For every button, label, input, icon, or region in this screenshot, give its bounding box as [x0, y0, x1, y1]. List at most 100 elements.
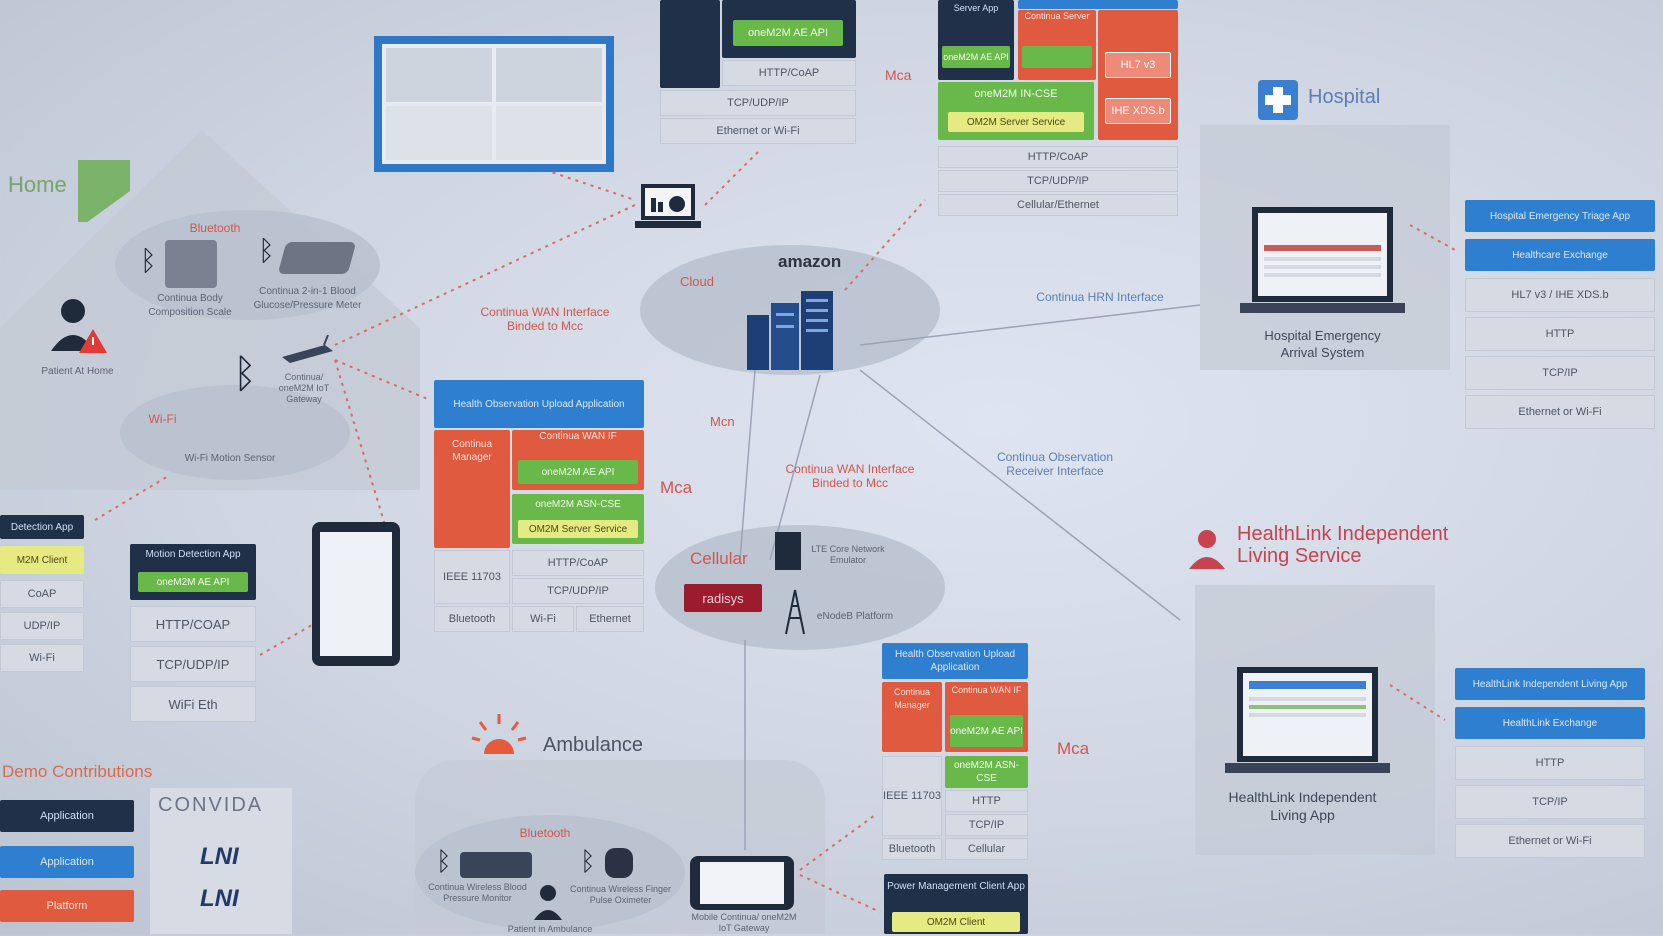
- amb-asn-cse: oneM2M ASN-CSE: [945, 756, 1028, 788]
- top-http-row: HTTP/CoAP: [722, 60, 856, 86]
- server-continua-box: Continua Server: [1018, 10, 1096, 80]
- demo-logo-panel: [150, 788, 292, 934]
- amazon-logo: amazon: [778, 252, 842, 271]
- home-wifi-cloud: [120, 385, 350, 480]
- demo-application-blue: Application: [0, 846, 134, 878]
- hosp-triage-app: Hospital Emergency Triage App: [1465, 200, 1655, 232]
- amb-ae-api: oneM2M AE API: [950, 715, 1023, 747]
- bluetooth-icon: ᛒ: [258, 235, 275, 266]
- demo-platform: Platform: [0, 890, 134, 922]
- motion-ae-api: oneM2M AE API: [138, 572, 248, 592]
- power-m2m-client: OM2M Client: [892, 912, 1020, 932]
- oximeter-label: Continua Wireless Finger Pulse Oximeter: [569, 884, 672, 905]
- healthlink-app-label: HealthLink Independent Living App: [1228, 789, 1377, 823]
- mca-mid-label: Mca: [660, 478, 693, 497]
- bp-monitor-label: Continua Wireless Blood Pressure Monitor: [428, 882, 527, 903]
- gateway-router-icon: [280, 334, 335, 365]
- home-bluetooth-label: Bluetooth: [189, 221, 241, 235]
- left-wifi: Wi-Fi: [0, 644, 84, 672]
- hrn-label: Continua HRN Interface: [1036, 290, 1164, 304]
- oximeter-icon: [605, 848, 633, 878]
- bp-meter-label: Continua 2-in-1 Blood Glucose/Pressure M…: [253, 286, 362, 311]
- cloud-label: Cloud: [680, 274, 714, 289]
- hosp-eth: Ethernet or Wi-Fi: [1465, 395, 1655, 429]
- gateway-label: Continua/ oneM2M IoT Gateway: [278, 372, 330, 404]
- motion-http: HTTP/COAP: [130, 606, 256, 642]
- hospital-laptop-icon: [1240, 205, 1405, 320]
- amb-upload-header: Health Observation Upload Application: [882, 643, 1028, 679]
- home-title: Home: [8, 172, 67, 197]
- top-eth-row: Ethernet or Wi-Fi: [660, 118, 856, 144]
- amb-http: HTTP: [945, 790, 1028, 812]
- enodeb-label: eNodeB Platform: [816, 611, 894, 622]
- top-tcp-row: TCP/UDP/IP: [660, 90, 856, 116]
- mobile-gateway-label: Mobile Continua/ oneM2M IoT Gateway: [691, 912, 797, 933]
- server-top-blue: [1018, 0, 1178, 9]
- patient-label: Patient At Home: [41, 366, 114, 377]
- gw-ae-api: oneM2M AE API: [518, 460, 638, 484]
- gw-tcp: TCP/UDP/IP: [512, 578, 644, 604]
- observation-label: Continua Observation Receiver Interface: [996, 450, 1114, 478]
- home-wifi-label: Wi-Fi: [148, 412, 177, 426]
- gw-ieee: IEEE 11703: [434, 550, 510, 604]
- lte-server-icon: [775, 532, 801, 570]
- left-udp: UDP/IP: [0, 612, 84, 640]
- left-coap: CoAP: [0, 580, 84, 608]
- lte-label: LTE Core Network Emulator: [811, 544, 885, 565]
- gw-http: HTTP/CoAP: [512, 550, 644, 576]
- hosp-http: HTTP: [1465, 317, 1655, 351]
- scale-icon: [165, 240, 217, 288]
- scale-label: Continua Body Composition Scale: [148, 293, 232, 318]
- bluetooth-icon: ᛒ: [580, 846, 596, 876]
- hl-eth: Ethernet or Wi-Fi: [1455, 824, 1645, 858]
- hl-http: HTTP: [1455, 746, 1645, 780]
- gw-ethernet: Ethernet: [576, 606, 644, 632]
- hl-app-box: HealthLink Independent Living App: [1455, 668, 1645, 700]
- healthlink-nurse-icon: [1185, 525, 1229, 569]
- gw-server-service: OM2M Server Service: [518, 520, 638, 538]
- left-detection-app: Detection App: [0, 515, 84, 539]
- amb-continua-manager: Continua Manager: [882, 682, 942, 752]
- patient-icon: [45, 295, 115, 360]
- amb-ieee: IEEE 11703: [882, 756, 942, 836]
- mobile-gateway-icon: [690, 856, 794, 910]
- amb-bluetooth: Bluetooth: [882, 838, 942, 860]
- server-ae-api: oneM2M AE API: [942, 46, 1010, 68]
- amb-bluetooth-label: Bluetooth: [519, 826, 571, 840]
- mca-bottom-label: Mca: [1057, 739, 1090, 758]
- amb-patient-label: Patient in Ambulance: [507, 924, 593, 934]
- ambulance-title: Ambulance: [543, 734, 644, 756]
- gw-bluetooth: Bluetooth: [434, 606, 510, 632]
- server-http-row: HTTP/CoAP: [938, 146, 1178, 168]
- hospital-system-label: Hospital Emergency Arrival System: [1264, 328, 1381, 360]
- server-service: OM2M Server Service: [948, 112, 1084, 132]
- bp-monitor-icon: [460, 852, 532, 878]
- top-ae-api: oneM2M AE API: [733, 20, 843, 46]
- left-m2m-client: M2M Client: [0, 546, 84, 574]
- demo-title: Demo Contributions: [2, 762, 153, 781]
- amb-patient-icon: [530, 882, 566, 922]
- server-rack-icon: [745, 285, 845, 370]
- server-xds: IHE XDS.b: [1105, 98, 1171, 124]
- radisys-logo: radisys: [684, 584, 762, 612]
- amb-cellular: Cellular: [945, 838, 1028, 860]
- gw-wifi: Wi-Fi: [512, 606, 574, 632]
- server-hl7: HL7 v3: [1105, 52, 1171, 78]
- server-tcp-row: TCP/UDP/IP: [938, 170, 1178, 192]
- glucose-meter-icon: [277, 242, 357, 274]
- tablet-icon: [312, 522, 400, 666]
- server-continua-ae: [1022, 46, 1092, 68]
- cellular-label: Cellular: [690, 549, 748, 568]
- motion-wifi: WiFi Eth: [130, 686, 256, 722]
- hl-exchange: HealthLink Exchange: [1455, 707, 1645, 739]
- hosp-hl7: HL7 v3 / IHE XDS.b: [1465, 278, 1655, 312]
- amb-tcp: TCP/IP: [945, 814, 1028, 836]
- gw-upload-header: Health Observation Upload Application: [434, 380, 644, 428]
- laptop-chart-icon: [633, 182, 703, 232]
- mcn-label: Mcn: [710, 414, 735, 429]
- top-center-dark-box: [660, 0, 720, 88]
- bluetooth-icon: ᛒ: [233, 352, 257, 396]
- hl-tcp: TCP/IP: [1455, 785, 1645, 819]
- hospital-title: Hospital: [1308, 86, 1381, 108]
